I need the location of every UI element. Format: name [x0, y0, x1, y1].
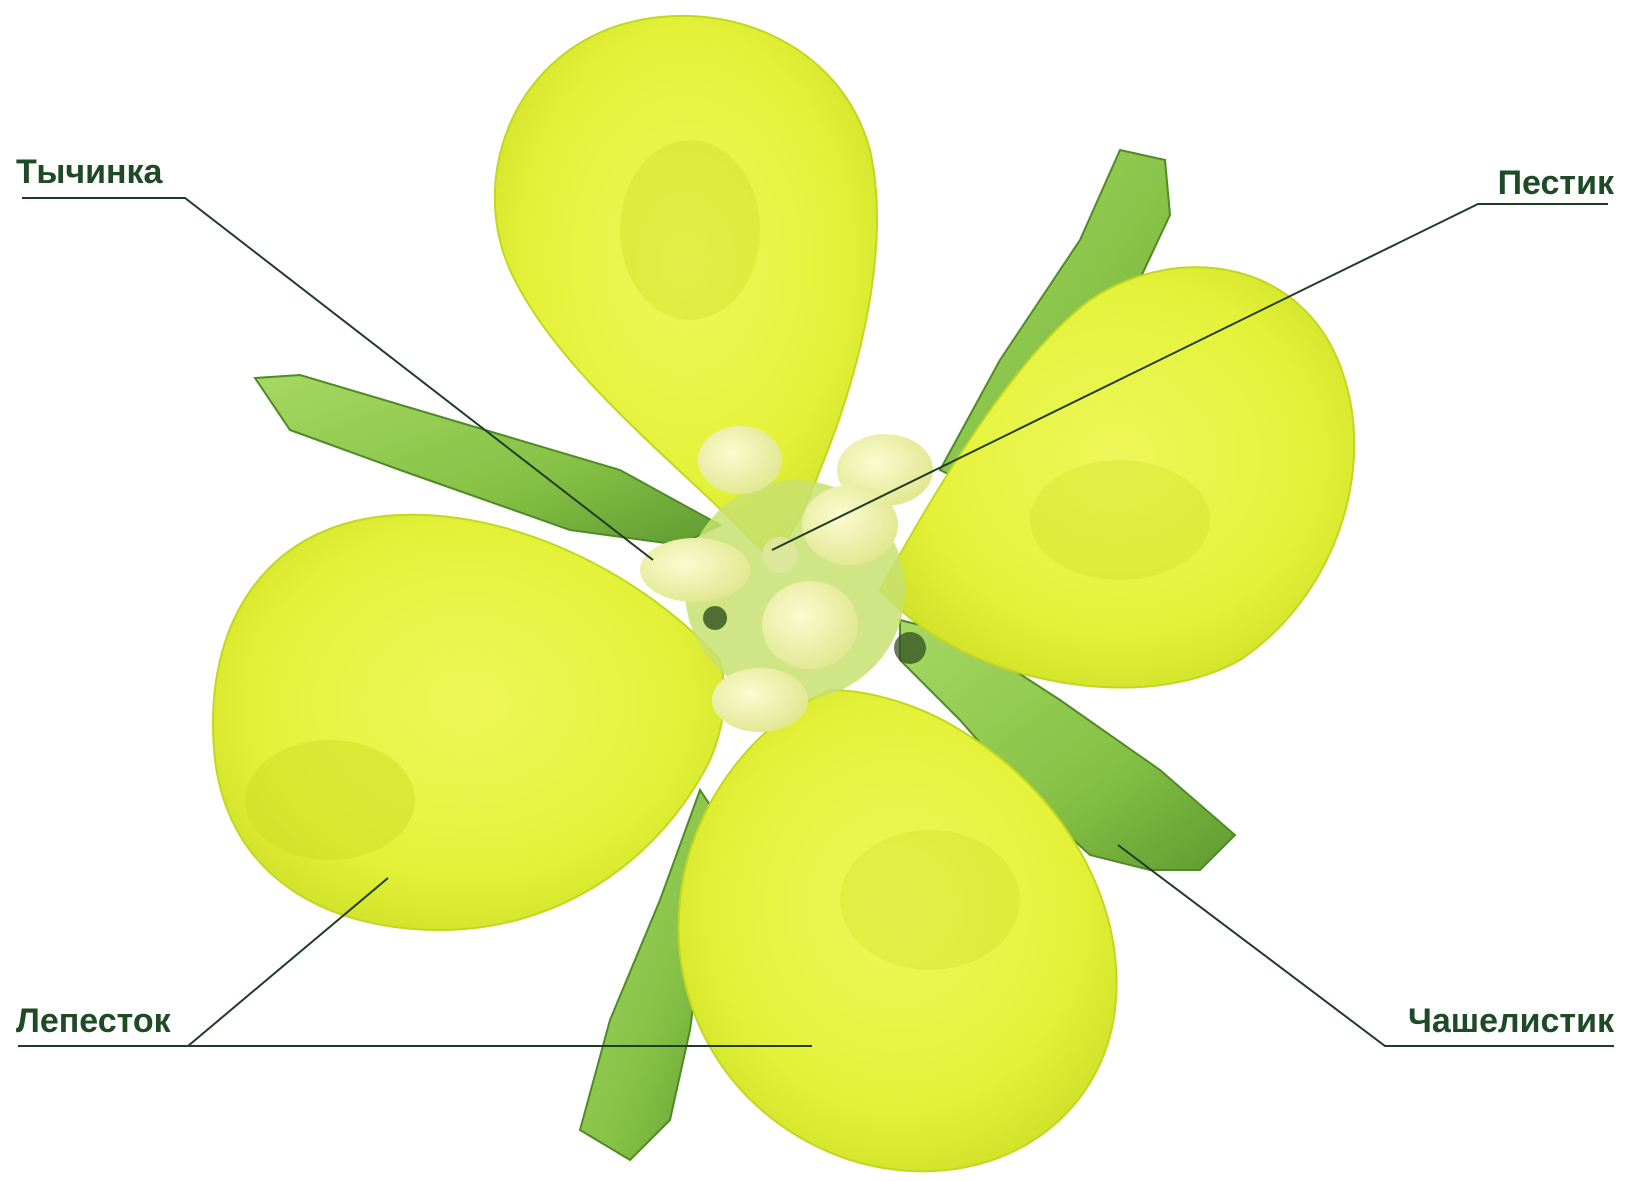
label-petal: Лепесток — [16, 1001, 171, 1041]
label-pistil: Пестик — [1498, 163, 1614, 203]
stamen-6 — [712, 668, 808, 732]
stamen-5 — [762, 581, 858, 669]
stamen-3 — [802, 485, 898, 565]
label-sepal: Чашелистик — [1408, 1001, 1614, 1041]
label-stamen: Тычинка — [16, 152, 162, 192]
stamen-4 — [640, 538, 750, 602]
stamen-1 — [698, 426, 782, 494]
